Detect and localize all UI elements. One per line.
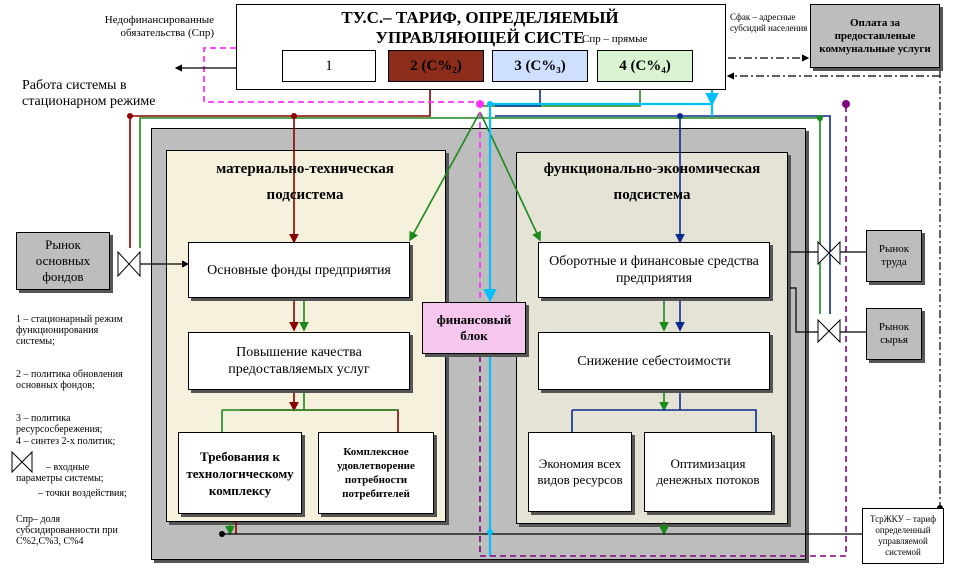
valve-symbol [11, 240, 841, 474]
magenta-wire [203, 47, 481, 300]
functional-subsystem-title: функционально-экономическая подсистема [543, 161, 761, 203]
quality-box: Повышение качества предоставляемых услуг [188, 332, 410, 390]
spr-direct-label: Спр – прямые [582, 33, 648, 45]
fixed-assets-box: Основные фонды предприятия [188, 242, 410, 298]
legend-item-3: 3 – политика ресурсосбережения; [16, 413, 103, 435]
legend-item-7: Спр– доля субсидированности при С%2,С%3,… [16, 514, 118, 547]
cash-flow-optimization-box: Оптимизация денежных потоков [644, 432, 772, 512]
blue-wire [495, 80, 831, 432]
nonfinanced-label: Недофинансированные обязательства (Спр) [104, 14, 214, 39]
payment-box: Оплата за предоставленые коммунальные ус… [810, 4, 940, 68]
cost-reduction-box: Снижение себестоимости [538, 332, 770, 390]
legend-item-5: – входные параметры системы; [16, 462, 104, 484]
fixed-assets-market-box: Рынок основных фондов [16, 232, 110, 290]
resource-economy-box: Экономия всех видов ресурсов [528, 432, 632, 512]
mode-3-box: 3 (С%₃) [492, 50, 588, 82]
labor-market-box: Рынок труда [866, 230, 922, 282]
mode-1-box: 1 [282, 50, 376, 82]
subsidy-label: Сфак – адресные субсидий населения [730, 12, 808, 33]
legend-item-2: 2 – политика обновления основных фондов; [16, 369, 123, 391]
legend-item-1: 1 – стационарный режим функционирования … [16, 314, 123, 347]
stationary-mode-label: Работа системы в стационарном режиме [22, 78, 156, 109]
mode-2-box: 2 (С%₂) [388, 50, 484, 82]
legend-item-6: – точки воздействия; [38, 488, 127, 499]
mode-4-box: 4 (С%₄) [597, 50, 693, 82]
raw-market-box: Рынок сырья [866, 308, 922, 360]
financial-block: финансовый блок [422, 302, 526, 354]
tech-requirements-box: Требования к технологическому комплексу [178, 432, 302, 514]
working-capital-box: Оборотные и финансовые средства предприя… [538, 242, 770, 298]
consumer-needs-box: Комплексное удовлетворение потребности п… [318, 432, 434, 514]
material-subsystem-title: материально-техническая подсистема [216, 161, 394, 203]
tariff-box: ТсрЖКУ – тариф определенный управляемой … [862, 508, 944, 564]
control-system-title: ТУ.С.– ТАРИФ, ОПРЕДЕЛЯЕМЫЙ УПРАВЛЯЮЩЕЙ С… [341, 8, 619, 47]
junction-dot [127, 65, 943, 537]
dash-dot-wire [726, 54, 941, 508]
legend-item-4: 4 – синтез 2-х политик; [16, 436, 116, 447]
